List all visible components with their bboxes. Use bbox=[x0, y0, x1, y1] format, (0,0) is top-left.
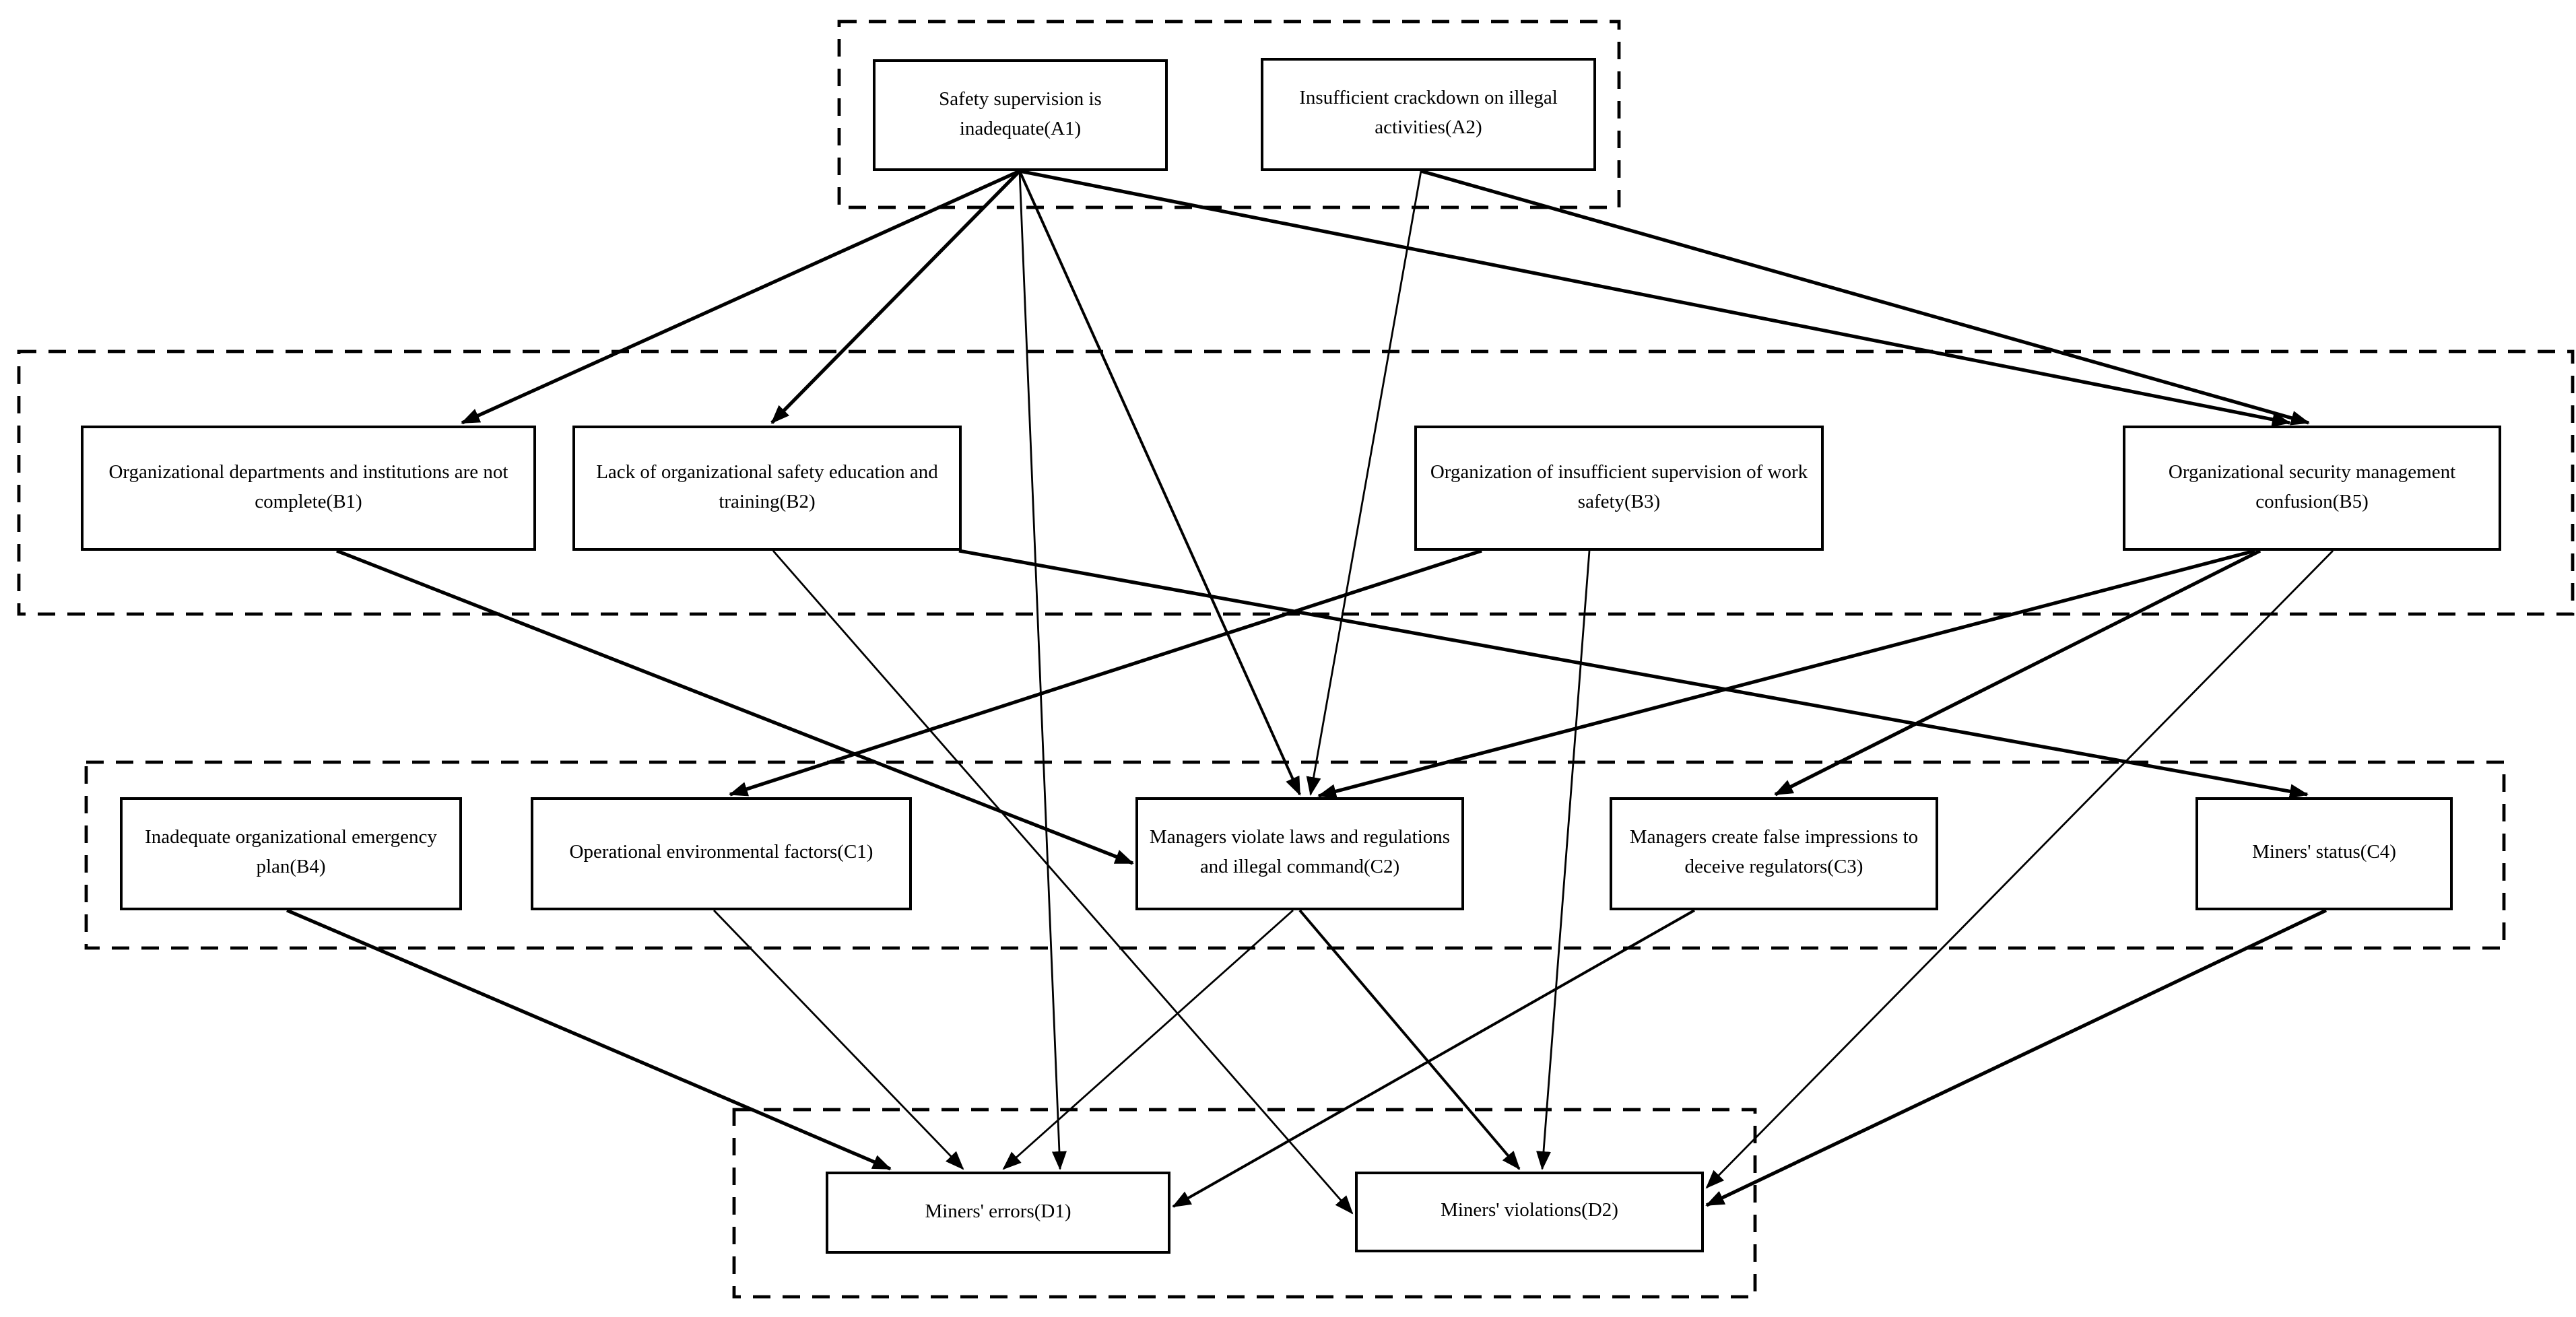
edge-C2-D1 bbox=[1002, 909, 1294, 1170]
edge-B5-D2 bbox=[1705, 550, 2334, 1189]
node-C4-label: Miners' status(C4) bbox=[2252, 842, 2396, 864]
node-D1: Miners' errors(D1) bbox=[826, 1172, 1170, 1254]
node-D1-label: Miners' errors(D1) bbox=[925, 1201, 1071, 1223]
node-C3: Managers create false impressions to dec… bbox=[1610, 797, 1938, 910]
edge-C1-D1 bbox=[713, 910, 964, 1170]
edge-B3-D2 bbox=[1536, 550, 1591, 1170]
node-B4: Inadequate organizational emergency plan… bbox=[120, 797, 462, 910]
edge-B3-C1 bbox=[729, 549, 1482, 797]
layer-D-container bbox=[732, 1108, 1757, 1299]
node-B1: Organizational departments and instituti… bbox=[81, 426, 536, 551]
node-B3: Organization of insufficient supervision… bbox=[1414, 426, 1824, 551]
node-B1-label: Organizational departments and instituti… bbox=[108, 461, 508, 513]
node-A1-label: Safety supervision is inadequate(A1) bbox=[939, 88, 1102, 140]
edge-A2-C2 bbox=[1306, 170, 1422, 796]
node-C3-label: Managers create false impressions to dec… bbox=[1629, 827, 1919, 879]
node-A2: Insufficient crackdown on illegal activi… bbox=[1261, 58, 1596, 171]
node-B3-label: Organization of insufficient supervision… bbox=[1430, 461, 1808, 513]
node-C4: Miners' status(C4) bbox=[2195, 797, 2453, 910]
node-C2-label: Managers violate laws and regulations an… bbox=[1149, 827, 1451, 879]
edge-A1-C2 bbox=[1018, 170, 1301, 796]
edge-A1-B1 bbox=[461, 169, 1021, 425]
node-B5: Organizational security management confu… bbox=[2123, 426, 2501, 551]
edge-A1-B2 bbox=[770, 170, 1021, 424]
edge-B5-C3 bbox=[1774, 549, 2261, 797]
node-C2: Managers violate laws and regulations an… bbox=[1135, 797, 1464, 910]
edge-C3-D1 bbox=[1172, 909, 1695, 1208]
edge-B5-C2 bbox=[1317, 549, 2255, 799]
node-B2-label: Lack of organizational safety education … bbox=[596, 461, 938, 513]
edge-C2-D2 bbox=[1298, 909, 1521, 1170]
edge-B2-C4 bbox=[958, 549, 2309, 799]
edge-B2-D2 bbox=[772, 550, 1354, 1215]
edge-A1-B5 bbox=[1019, 169, 2291, 427]
edge-B4-D1 bbox=[286, 908, 892, 1171]
node-B4-label: Inadequate organizational emergency plan… bbox=[145, 827, 437, 879]
layer-B-container bbox=[17, 349, 2575, 616]
edge-A1-D1 bbox=[1018, 170, 1067, 1170]
layer-A-container bbox=[837, 20, 1621, 209]
node-C1-label: Operational environmental factors(C1) bbox=[569, 842, 873, 864]
layer-C-container bbox=[84, 760, 2506, 950]
node-C1: Operational environmental factors(C1) bbox=[531, 797, 912, 910]
edge-C4-D2 bbox=[1705, 908, 2327, 1207]
node-D2: Miners' violations(D2) bbox=[1355, 1172, 1704, 1252]
node-A1: Safety supervision is inadequate(A1) bbox=[873, 59, 1168, 171]
node-B5-label: Organizational security management confu… bbox=[2168, 461, 2456, 513]
node-B2: Lack of organizational safety education … bbox=[572, 426, 962, 551]
edge-A2-B5 bbox=[1420, 169, 2310, 426]
node-D2-label: Miners' violations(D2) bbox=[1441, 1200, 1618, 1222]
node-A2-label: Insufficient crackdown on illegal activi… bbox=[1299, 88, 1558, 139]
